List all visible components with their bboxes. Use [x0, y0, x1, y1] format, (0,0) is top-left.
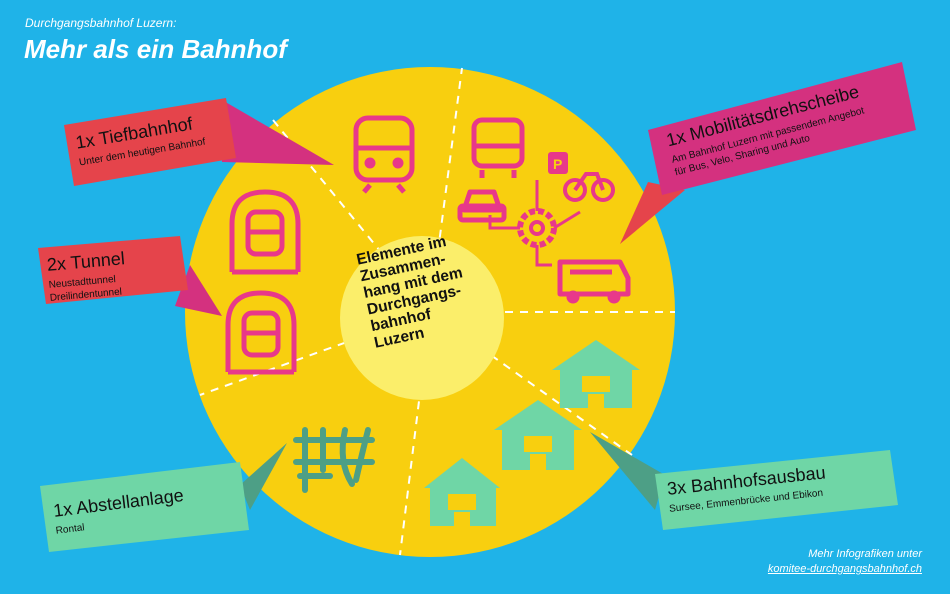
mobilitaet-box: [648, 62, 916, 195]
tiefbahnhof-box: [64, 98, 236, 186]
station-building-icon-3: [424, 458, 500, 526]
segment-dividers: [199, 67, 675, 556]
tunnel-icon-1: [229, 189, 301, 275]
parking-icon: P: [548, 152, 568, 174]
page-title: Mehr als ein Bahnhof: [24, 34, 287, 64]
station-building-icon-2: [494, 400, 582, 470]
footer-link[interactable]: komitee-durchgangsbahnhof.ch: [767, 563, 922, 575]
tunnel-icon-2: [225, 290, 297, 375]
abstellanlage-box: [40, 462, 249, 552]
car-icon: [457, 189, 507, 223]
tiefbahnhof-pointer: [222, 100, 334, 165]
gear-icon: [488, 180, 581, 267]
bahnhofsausbau-box: [655, 450, 898, 530]
center-circle: [340, 236, 504, 400]
station-building-icon-1: [552, 340, 640, 408]
van-icon: [557, 259, 631, 304]
svg-text:P: P: [553, 156, 562, 172]
train-front-icon: [353, 115, 415, 194]
bicycle-icon: [563, 172, 615, 202]
bahnhofsausbau-pointer: [590, 432, 665, 510]
tunnel-pointer: [175, 265, 222, 316]
label-tunnel: 2x Tunnel Neustadttunnel Dreilindentunne…: [46, 247, 128, 305]
tunnel-box: [38, 236, 188, 304]
header-kicker: Durchgangsbahnhof Luzern:: [25, 16, 177, 30]
rail-yard-icon: [293, 427, 375, 493]
footer-text: Mehr Infografiken unter: [808, 548, 922, 560]
abstellanlage-pointer: [240, 443, 287, 510]
bus-icon: [471, 117, 525, 178]
mobilitaet-pointer: [620, 182, 685, 244]
